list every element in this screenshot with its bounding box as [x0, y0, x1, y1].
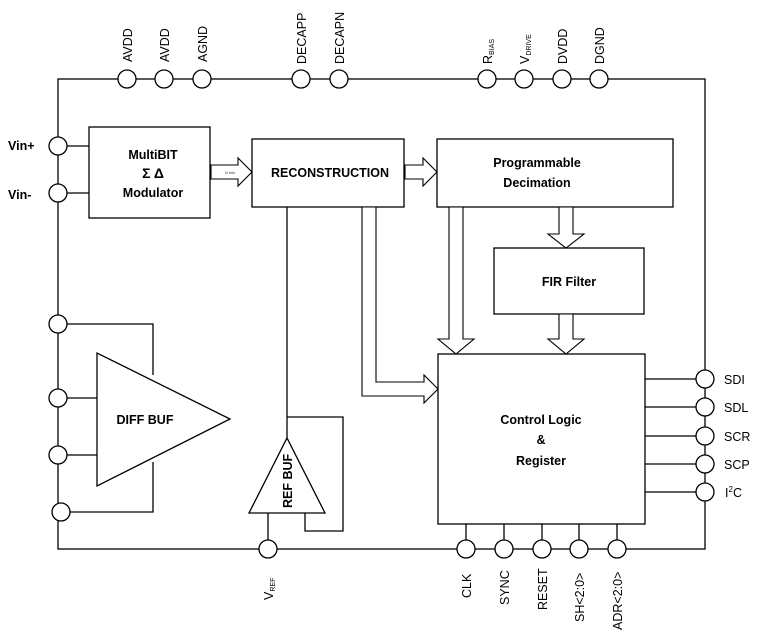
pin-clk — [456, 539, 476, 559]
pin-sdl — [695, 397, 715, 417]
arrow-decimation-to-fir — [546, 206, 586, 249]
fir-filter-block — [493, 247, 645, 315]
right-pins: SDI SDL SCR SCP I2C — [645, 369, 750, 502]
top-pins: AVDD AVDD AGND DECAPP DECAPN RBIAS VDRIV… — [117, 12, 609, 89]
control-logic-block — [437, 353, 646, 525]
pin-reset — [532, 539, 552, 559]
label-vdrive: VDRIVE — [518, 34, 533, 64]
pin-i2c — [695, 482, 715, 502]
left-pins: Vin+ Vin- — [8, 136, 89, 203]
pin-scp — [695, 454, 715, 474]
pin-decapn — [329, 69, 349, 89]
diff-buf-label: DIFF BUF — [117, 413, 174, 427]
label-dgnd: DGND — [593, 27, 607, 64]
diff-buf-section: DIFF BUF — [48, 314, 232, 522]
label-vin-minus: Vin- — [8, 188, 31, 202]
modulator-block — [88, 126, 211, 219]
label-dvdd: DVDD — [556, 29, 570, 64]
arrow-nbits-text: N bits — [225, 170, 235, 175]
pin-adr — [607, 539, 627, 559]
bottom-pins: CLK SYNC RESET SH<2:0> ADR<2:0> — [456, 524, 627, 630]
chip-boundary — [57, 78, 706, 550]
control-line-1: Control Logic — [500, 413, 581, 427]
label-clk: CLK — [460, 573, 474, 598]
arrow-reconstruction-to-decimation — [404, 156, 438, 188]
label-sdl: SDL — [724, 401, 748, 415]
label-vref: VREF — [262, 578, 277, 600]
label-rbias: RBIAS — [481, 39, 496, 64]
pin-vin-plus — [48, 136, 68, 156]
control-line-3: Register — [516, 454, 566, 468]
diff-buf-triangle — [96, 351, 232, 488]
pin-rbias — [477, 69, 497, 89]
arrow-decimation-to-control — [436, 206, 476, 355]
arrow-reconstruction-to-control-lower — [361, 206, 439, 405]
label-adr: ADR<2:0> — [611, 572, 625, 630]
label-vin-plus: Vin+ — [8, 139, 35, 153]
label-reset: RESET — [536, 568, 550, 610]
control-line-2: & — [536, 433, 545, 447]
modulator-line-2: Σ Δ — [142, 165, 164, 181]
pin-scr — [695, 426, 715, 446]
ref-buf-triangle — [247, 436, 327, 514]
decimation-line-1: Programmable — [493, 156, 581, 170]
pin-dgnd — [589, 69, 609, 89]
arrow-fir-to-control — [546, 313, 586, 355]
pin-diff-3 — [48, 445, 68, 465]
modulator-line-1: MultiBIT — [128, 148, 178, 162]
pin-diff-2 — [48, 388, 68, 408]
arrow-modulator-to-reconstruction — [210, 156, 253, 188]
label-agnd: AGND — [196, 26, 210, 62]
pin-diff-1 — [48, 314, 68, 334]
pin-sdi — [695, 369, 715, 389]
label-scr: SCR — [724, 430, 750, 444]
pin-avdd-1 — [117, 69, 137, 89]
label-sync: SYNC — [498, 570, 512, 605]
label-decapp: DECAPP — [295, 13, 309, 64]
decimation-block — [436, 138, 674, 208]
label-avdd-1: AVDD — [121, 28, 135, 62]
ref-buf-section: REF BUF VREF — [247, 207, 344, 600]
pin-diff-4 — [51, 502, 71, 522]
pin-sync — [494, 539, 514, 559]
pin-vin-minus — [48, 183, 68, 203]
label-avdd-2: AVDD — [158, 28, 172, 62]
pin-vref — [258, 539, 278, 559]
decimation-line-2: Decimation — [503, 176, 570, 190]
label-sdi: SDI — [724, 373, 745, 387]
reconstruction-label: RECONSTRUCTION — [271, 166, 389, 180]
pin-avdd-2 — [154, 69, 174, 89]
fir-filter-label: FIR Filter — [542, 275, 596, 289]
ref-buf-label: REF BUF — [281, 453, 295, 508]
reconstruction-block — [251, 138, 405, 208]
label-decapn: DECAPN — [333, 12, 347, 64]
pin-agnd — [192, 69, 212, 89]
pin-sh — [569, 539, 589, 559]
pin-vdrive — [514, 69, 534, 89]
label-scp: SCP — [724, 458, 750, 472]
pin-decapp — [291, 69, 311, 89]
pin-dvdd — [552, 69, 572, 89]
modulator-line-3: Modulator — [123, 186, 184, 200]
label-sh: SH<2:0> — [573, 573, 587, 622]
label-i2c: I2C — [725, 485, 742, 500]
